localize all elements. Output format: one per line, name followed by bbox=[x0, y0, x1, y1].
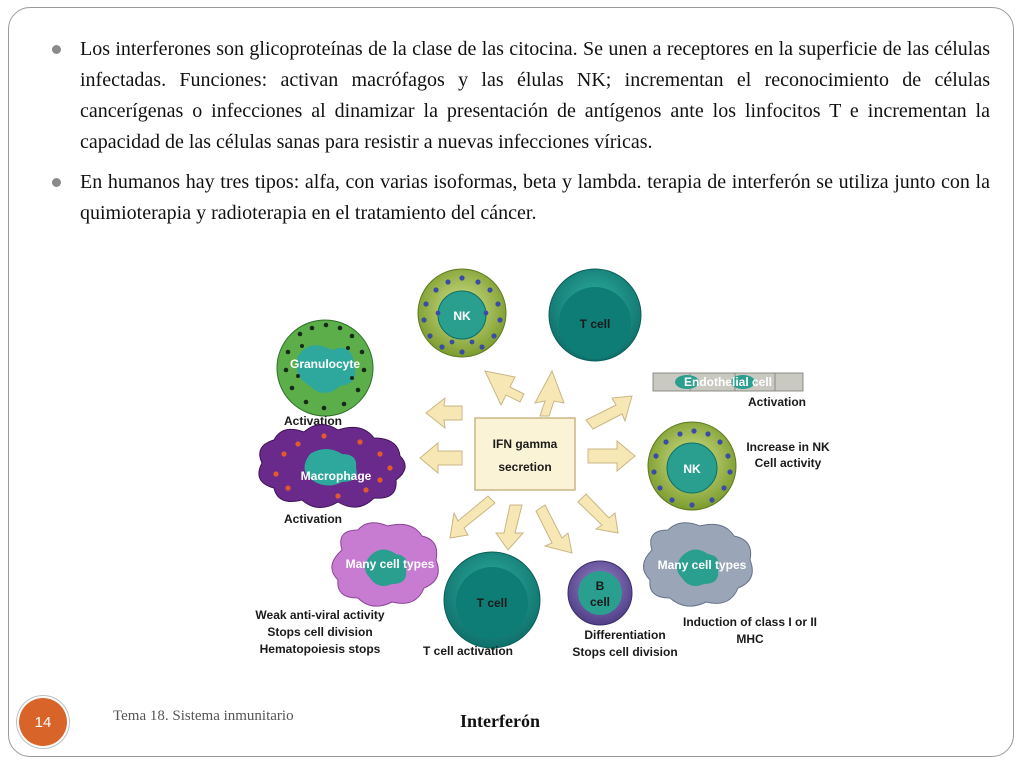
nk-right-label: NK bbox=[683, 462, 701, 476]
tcell-bottom-caption: T cell activation bbox=[423, 644, 513, 658]
center-label-line2: secretion bbox=[498, 460, 551, 474]
cell-many-right: Many cell types Induction of class I or … bbox=[643, 522, 817, 646]
endothelial-label: Endothelial cell bbox=[684, 375, 772, 389]
bullet-dot-icon bbox=[52, 45, 61, 54]
footer-course-title: Tema 18. Sistema inmunitario bbox=[113, 708, 294, 724]
arrow-to-tcell-top bbox=[534, 369, 565, 417]
ifn-gamma-diagram: IFN gamma secretion bbox=[240, 268, 860, 668]
macrophage-granules bbox=[273, 433, 393, 499]
cell-macrophage: Macrophage Activation bbox=[258, 424, 406, 526]
endothelial-caption: Activation bbox=[748, 395, 806, 409]
macrophage-label: Macrophage bbox=[301, 469, 372, 483]
arrow-to-endothelial bbox=[585, 395, 633, 430]
cell-b-cell: B cell Differentiation Stops cell divisi… bbox=[567, 560, 678, 659]
nk-right-granules bbox=[651, 428, 733, 508]
footer-slide-title: Interferón bbox=[460, 711, 540, 731]
nk-right-caption-line2: Cell activity bbox=[755, 456, 822, 470]
arrow-to-granulocyte bbox=[425, 396, 463, 430]
tcell-bottom-label: T cell bbox=[477, 596, 508, 610]
cell-tcell-top: T cell bbox=[548, 268, 642, 362]
many-right-caption-line1: Induction of class I or II bbox=[683, 615, 817, 629]
bullet-dot-icon bbox=[52, 178, 61, 187]
arrow-to-b-cell bbox=[535, 504, 573, 554]
page-number-badge: 14 bbox=[19, 698, 67, 746]
cell-tcell-bottom: T cell T cell activation bbox=[423, 551, 541, 658]
cell-nk-right: NK Increase in NK Cell activity bbox=[647, 421, 830, 511]
granulocyte-caption: Activation bbox=[284, 414, 342, 428]
bullet-item: En humanos hay tres tipos: alfa, con var… bbox=[52, 167, 990, 229]
many-right-label: Many cell types bbox=[658, 558, 747, 572]
granulocyte-label: Granulocyte bbox=[290, 357, 360, 371]
many-left-caption-line1: Weak anti-viral activity bbox=[255, 608, 384, 622]
cell-granulocyte: Granulocyte Activation bbox=[276, 319, 374, 428]
arrow-to-many-right bbox=[577, 493, 619, 534]
diagram-canvas: IFN gamma secretion bbox=[255, 268, 830, 659]
arrows bbox=[419, 369, 636, 554]
nk-top-granules bbox=[421, 275, 503, 355]
arrow-to-tcell-bottom bbox=[495, 504, 525, 551]
b-cell-label-line1: B bbox=[596, 579, 605, 593]
cell-endothelial: Endothelial cell Activation bbox=[652, 372, 806, 409]
nk-right-caption-line1: Increase in NK bbox=[746, 440, 830, 454]
tcell-top-label: T cell bbox=[580, 317, 611, 331]
many-right-caption-line2: MHC bbox=[736, 632, 764, 646]
many-left-caption-line3: Hematopoiesis stops bbox=[260, 642, 381, 656]
b-cell-caption-line2: Stops cell division bbox=[572, 645, 677, 659]
arrow-to-nk-top bbox=[484, 370, 525, 407]
center-label-line1: IFN gamma bbox=[493, 437, 558, 451]
b-cell-caption-line1: Differentiation bbox=[584, 628, 665, 642]
bullet-text: Los interferones son glicoproteínas de l… bbox=[80, 38, 990, 153]
cell-nk-top: NK bbox=[417, 268, 507, 358]
nk-top-label: NK bbox=[453, 309, 471, 323]
macrophage-caption: Activation bbox=[284, 512, 342, 526]
center-box bbox=[474, 417, 576, 491]
b-cell-label-line2: cell bbox=[590, 595, 610, 609]
granulocyte-granules bbox=[283, 322, 367, 411]
bullet-item: Los interferones son glicoproteínas de l… bbox=[52, 34, 990, 158]
many-left-label: Many cell types bbox=[346, 557, 435, 571]
cell-many-left: Many cell types Weak anti-viral activity… bbox=[255, 522, 439, 656]
arrow-to-many-left bbox=[449, 495, 496, 539]
bullet-text: En humanos hay tres tipos: alfa, con var… bbox=[80, 171, 990, 224]
arrow-to-macrophage bbox=[419, 441, 463, 475]
many-left-caption-line2: Stops cell division bbox=[267, 625, 372, 639]
bullet-list: Los interferones son glicoproteínas de l… bbox=[52, 34, 990, 238]
arrow-to-nk-right bbox=[587, 439, 636, 473]
